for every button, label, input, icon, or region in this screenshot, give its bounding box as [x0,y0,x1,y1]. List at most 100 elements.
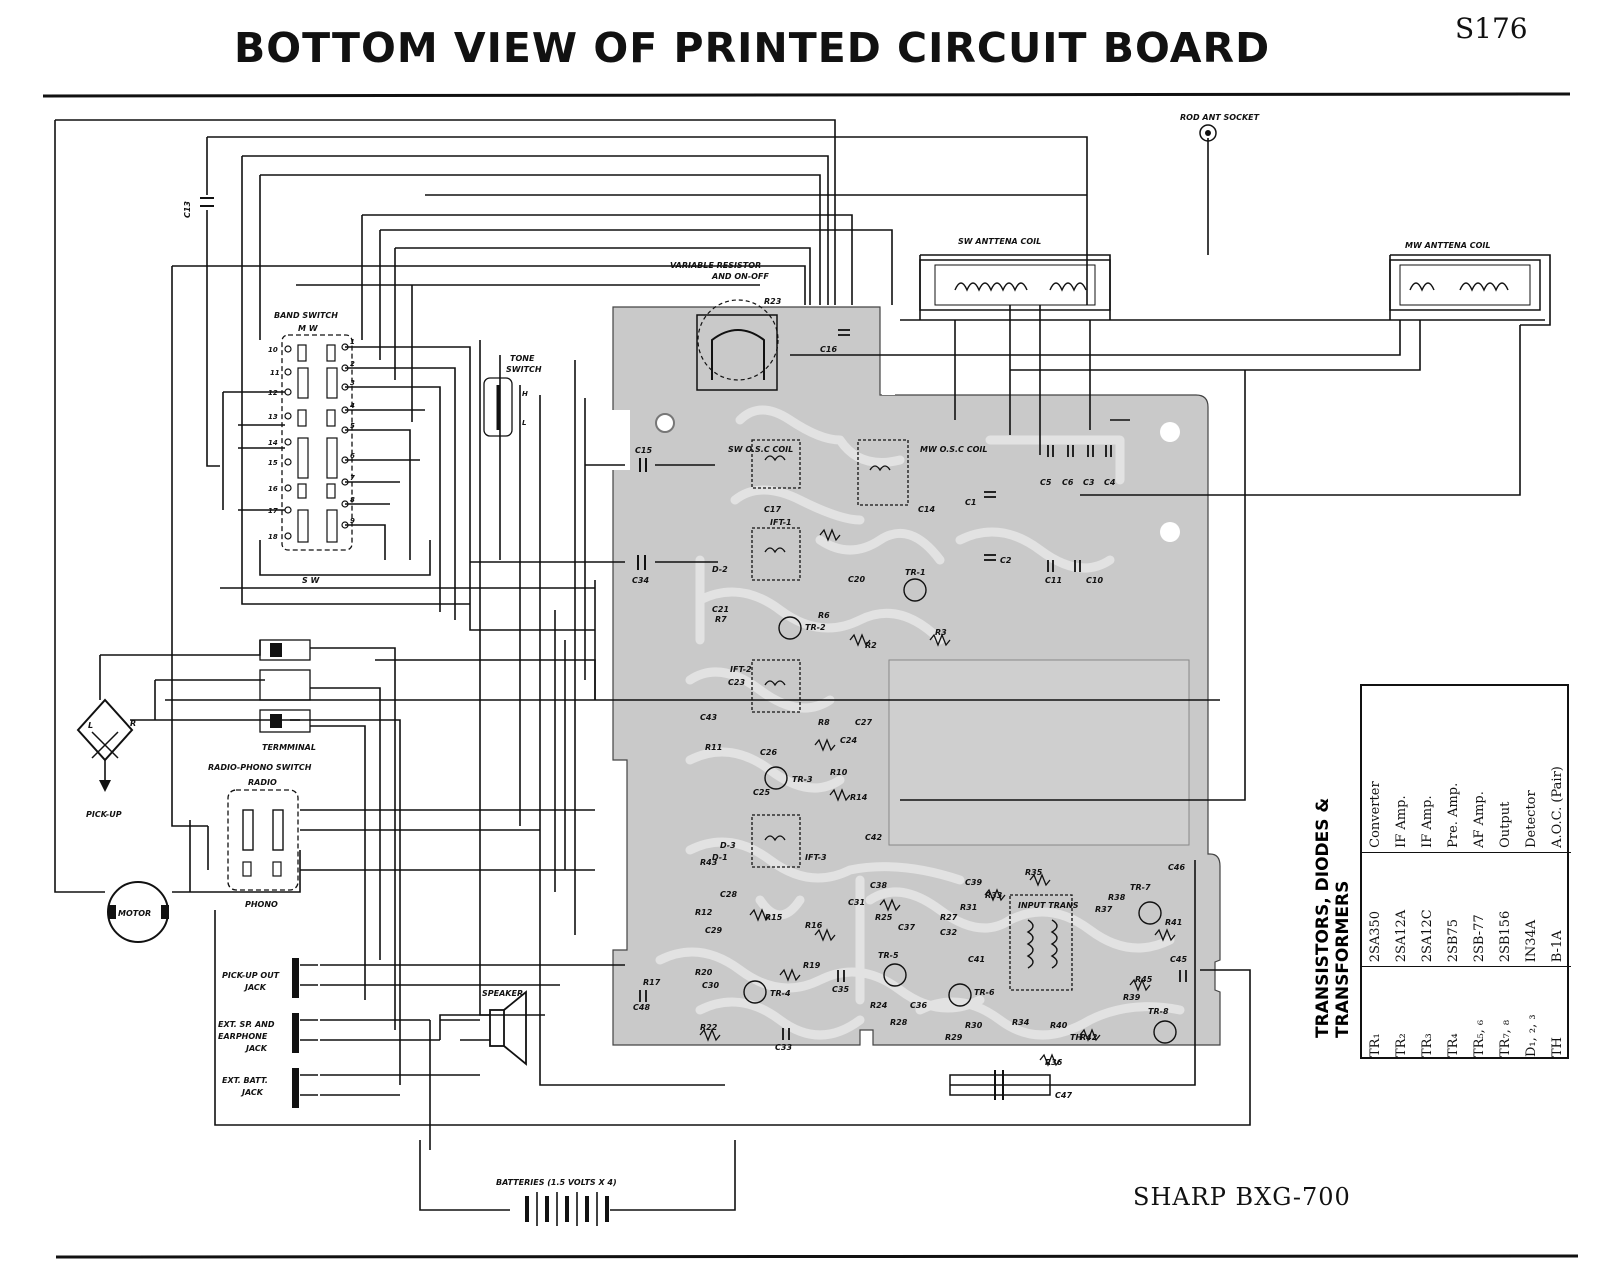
ext-sp-jack: EXT. SP. AND EARPHONE JACK [218,1013,318,1053]
pcb-labels: SW O.S.C COIL MW O.S.C COIL IFT-1 IFT-2 … [643,345,1187,1067]
input-trans [1009,894,1073,991]
pcb-component-label: R29 [945,1033,963,1042]
pcb-component-label: R24 [870,1001,888,1010]
pcb-component-label: C39 [965,878,982,887]
pcb-component-label: C31 [848,898,865,907]
table-heading-line2: TRANSFORMERS [1333,881,1352,1038]
pcb-component-label: R39 [1123,993,1141,1002]
pcb-component-label: R20 [695,968,713,977]
tone-switch-label-1: TONE [510,354,535,363]
ext-batt-jack: EXT. BATT. JACK [222,1068,318,1108]
sw-antenna-coil: SW ANTTENA COIL [919,237,1111,311]
variable-resistor-label-2: AND ON-OFF [711,272,769,281]
band-switch-pins [284,343,349,540]
band-pin-number: 12 [268,389,278,397]
svg-text:C34: C34 [632,576,649,585]
pcb-component-label: TR-2 [805,623,826,632]
pcb-component-label: C27 [855,718,872,727]
pcb-component-label: R17 [643,978,661,987]
band-switch: BAND SWITCH M W S W 10 11 12 13 14 15 [268,311,355,585]
pcb-component-label: C37 [898,923,915,932]
pcb-component-label: C21 [712,605,729,614]
page-title: BOTTOM VIEW OF PRINTED CIRCUIT BOARD [234,24,1271,72]
pcb-component-label: R36 [1045,1058,1063,1067]
band-switch-contacts [297,344,338,543]
c15-capacitor: C15 [635,446,652,472]
pcb-component-label: TH [1070,1033,1082,1042]
pcb-component-label: TR-5 [878,951,899,960]
table-cell-symbol: TR₇, ₈ [1498,1019,1514,1057]
mount-hole [1160,522,1180,542]
speaker: SPEAKER [482,989,527,1066]
band-pin-number: 8 [350,496,355,504]
pcb-component-label: C17 [764,505,781,514]
pcb-component-label: TR-6 [974,988,995,997]
table-cell-symbol: TR₁ [1367,1033,1383,1057]
pcb-component-label: C5 [1040,478,1052,487]
tone-switch: TONE SWITCH H L [483,354,542,437]
table-cell-part: 2SA350 [1362,852,1389,967]
pcb-component-label: R43 [700,858,718,867]
band-switch-label: BAND SWITCH [274,311,338,320]
pcb-component-label: C43 [700,713,717,722]
table-cell-part: B-1A [1544,852,1571,967]
band-pin-number: 7 [350,474,355,482]
band-pin-number: 15 [268,459,278,467]
pcb-component-label: TR-8 [1148,1007,1169,1016]
pcb-component-label: C3 [1083,478,1095,487]
mw-osc-coil [857,439,909,506]
pcb-component-label: R40 [1050,1021,1068,1030]
pcb-component-label: C10 [1086,576,1103,585]
pcb-component-label: C2 [1000,556,1012,565]
table-cell-part: 2SA12A [1388,852,1415,967]
c13-capacitor: C13 [183,197,214,218]
pickup-l-label: L [88,721,93,730]
table-cell-part: 2SA12C [1414,852,1441,967]
pcb-component-label: C46 [1168,863,1185,872]
pcb-component-label: C30 [702,981,719,990]
pick-up-label: PICK-UP [86,810,122,819]
svg-text:C47: C47 [1055,1091,1072,1100]
pcb-component-label: R15 [765,913,783,922]
pickup-out-jack-label-1: PICK-UP OUT [222,971,280,980]
pcb-component-label: R33 [985,891,1003,900]
pcb-component-label: R34 [1012,1018,1030,1027]
pcb-component-label: R8 [818,718,830,727]
page-code: S176 [1455,12,1528,45]
pcb-component-label: R6 [818,611,830,620]
footer-rule [55,1254,1579,1259]
model-name: SHARP BXG-700 [1133,1183,1351,1211]
band-pin-number: 4 [350,402,355,410]
band-pins-left-labels: 10 11 12 13 14 15 16 17 18 [268,346,280,541]
radio-phono-switch: RADIO-PHONO SWITCH RADIO PHONO [208,763,312,909]
pcb-component-label: C25 [753,788,770,797]
pcb-component-label: R25 [875,913,893,922]
pcb-component-label: TR-4 [770,989,791,998]
motor: MOTOR [107,881,169,943]
c33-label: C33 [775,1043,792,1052]
header-rule [42,92,1571,98]
pcb-component-label: R31 [960,903,977,912]
table-cell-function: Pre. Amp. [1440,686,1467,853]
rod-antenna-socket: ROD ANT SOCKET [1180,113,1260,142]
pcb-component-label: R42 [1080,1033,1098,1042]
pcb-component-label: MW O.S.C COIL [920,445,987,454]
pcb-components [639,329,1187,1067]
table-cell-function: IF Amp. [1414,686,1441,853]
pcb-component-label: IFT-1 [770,518,792,527]
table-cell-symbol: TR₃ [1419,1033,1435,1057]
pickup-out-jack-label-2: JACK [243,983,267,992]
c13-label: C13 [183,201,192,218]
mw-antenna-coil-label: MW ANTTENA COIL [1405,241,1490,250]
pickup-r-label: R [130,719,136,728]
table-cell-function: A.O.C. (Pair) [1544,686,1571,853]
pcb-component-label: C4 [1104,478,1116,487]
pcb-component-label: R11 [705,743,722,752]
terminal: TERMMINAL [259,639,316,752]
ext-sp-jack-label-2: EARPHONE [218,1032,268,1041]
